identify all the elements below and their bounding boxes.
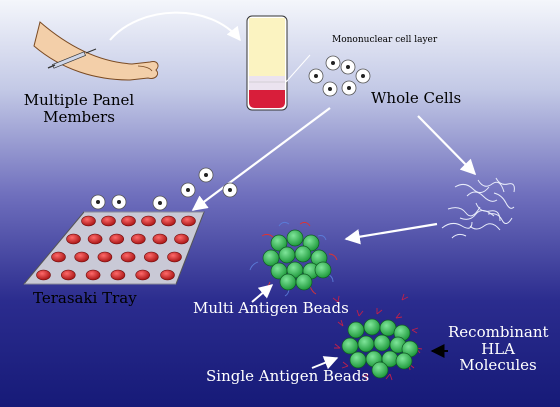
tray-well	[144, 251, 159, 263]
bead-icon	[371, 361, 389, 379]
mononuclear-layer-label: Mononuclear cell layer	[332, 35, 438, 45]
single-antigen-bead-cluster	[332, 293, 423, 381]
whole-cells-label: Whole Cells	[371, 89, 462, 107]
multi-antigen-beads-label: Multi Antigen Beads	[193, 299, 349, 317]
tray-well	[109, 233, 124, 245]
bead-icon	[363, 318, 381, 336]
tray-well	[81, 215, 96, 227]
tray-well	[135, 269, 150, 281]
bead-icon	[349, 351, 367, 369]
tray-well	[110, 269, 126, 281]
tray-well	[161, 215, 176, 227]
tray-well	[160, 269, 175, 281]
cell-icon	[111, 194, 127, 210]
antibody-icon	[249, 221, 338, 297]
cell-group-tube	[308, 55, 371, 97]
cell-icon	[152, 195, 168, 211]
cell-icon	[198, 167, 214, 183]
arm-with-syringe-icon	[33, 21, 159, 81]
bead-icon	[270, 234, 288, 252]
bead-icon	[373, 334, 391, 352]
tray-well	[121, 215, 136, 227]
cell-icon	[222, 182, 238, 198]
tray-well	[97, 251, 113, 263]
tray-wells	[36, 215, 196, 281]
cell-icon	[325, 55, 341, 71]
cell-icon	[355, 68, 371, 84]
tray-well	[101, 215, 116, 227]
terasaki-tray-label: Terasaki Tray	[33, 289, 137, 307]
tray-well	[36, 269, 51, 281]
tray-well	[61, 269, 76, 281]
bead-icon	[314, 261, 332, 279]
test-tube-icon	[246, 15, 288, 111]
cell-icon	[90, 194, 106, 210]
cell-group-tray	[90, 167, 238, 211]
tray-well	[131, 233, 146, 245]
lymphocyte-strands-icon	[441, 177, 515, 239]
cell-icon	[308, 68, 324, 84]
multi-antigen-bead-cluster	[249, 221, 338, 297]
recombinant-hla-label: Recombinant HLA Molecules	[448, 323, 549, 374]
panel-members-label: Multiple Panel Members	[23, 91, 135, 126]
tray-well	[51, 251, 66, 263]
bead-icon	[341, 337, 359, 355]
cell-icon	[340, 59, 356, 75]
bead-icon	[379, 319, 397, 337]
bead-icon	[279, 273, 297, 291]
tray-well	[181, 215, 196, 227]
bead-icon	[262, 249, 280, 267]
cell-icon	[341, 80, 357, 96]
tray-well	[174, 233, 189, 245]
cell-icon	[180, 182, 196, 198]
bead-icon	[278, 246, 296, 264]
tray-well	[167, 251, 182, 263]
tray-well	[141, 215, 156, 227]
bead-icon	[395, 352, 413, 370]
single-antigen-beads-label: Single Antigen Beads	[206, 367, 370, 385]
tray-well	[66, 233, 81, 245]
tray-well	[74, 251, 89, 263]
bead-icon	[294, 245, 312, 263]
bead-icon	[347, 321, 365, 339]
tray-well	[87, 233, 103, 245]
cell-icon	[322, 81, 338, 97]
tray-well	[152, 233, 168, 245]
bead-icon	[286, 229, 304, 247]
bead-icon	[295, 273, 313, 291]
bead-icon	[357, 335, 375, 353]
tray-well	[85, 269, 101, 281]
terasaki-tray-icon	[22, 211, 205, 285]
tray-well	[120, 251, 136, 263]
